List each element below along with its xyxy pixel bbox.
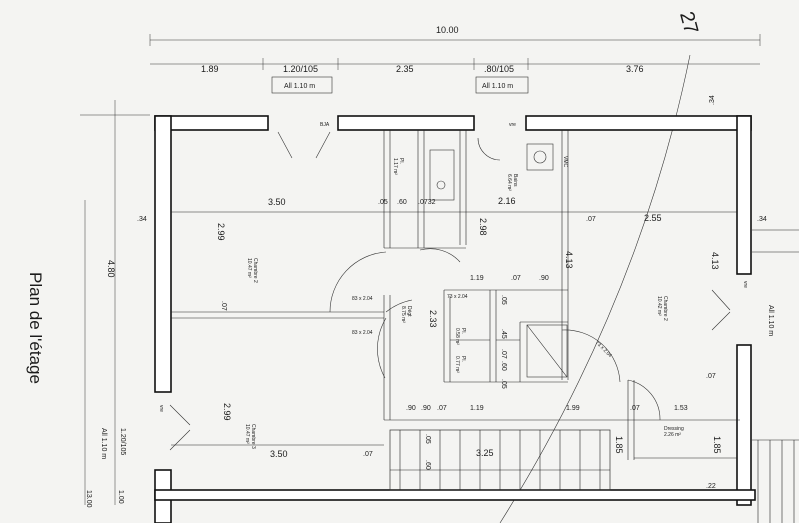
dim-right-window-all: All 1.10 m <box>767 305 774 336</box>
bja-label: BJA <box>320 122 330 128</box>
dim-seg-1: 1.89 <box>201 64 219 74</box>
dim-v05: .05 <box>424 434 431 444</box>
dim-b153: 1.53 <box>674 405 688 412</box>
dim-right-bottom: .22 <box>706 483 716 490</box>
dim-ch1-depth-right: 4.13 <box>710 252 720 270</box>
door-label-c: 73 x 2.04 <box>447 294 468 300</box>
dim-h185b: 1.85 <box>712 436 722 454</box>
dim-deg-depth: 2.33 <box>428 310 438 328</box>
dim-p05: .05 <box>378 199 388 206</box>
dim-left-total: 13.00 <box>85 490 92 508</box>
dim-c07: .07 <box>706 373 716 380</box>
dim-b07b: .07 <box>630 405 640 412</box>
dim-ch3-width: 3.50 <box>270 449 288 459</box>
dim-sdb-width: 2.16 <box>498 196 516 206</box>
room-placard-top: Pl.1.17 m² <box>392 158 404 175</box>
dim-d07b: .07 <box>511 275 521 282</box>
dim-left-height: 4.80 <box>106 260 116 278</box>
dim-total-width: 10.00 <box>436 25 459 35</box>
dim-b199: 1.99 <box>566 405 580 412</box>
dim-all-right: All 1.10 m <box>482 83 513 90</box>
bathroom-fixtures <box>429 143 568 378</box>
dim-v60: .60 <box>424 460 431 470</box>
dim-b07: .07 <box>437 405 447 412</box>
door-label-a: 83 x 2.04 <box>352 296 373 302</box>
left-dimension-chain: .34 4.80 1.20/105 All 1.10 m 1.00 13.00 <box>80 100 150 508</box>
room-chambre2-left: Chambre 210.47 m² <box>246 258 258 283</box>
room-bains: Bains6.64 m² <box>506 174 518 191</box>
dim-d05b: .05 <box>500 295 507 305</box>
dim-b119: 1.19 <box>470 405 484 412</box>
dim-stair-width: 3.25 <box>476 448 494 458</box>
room-labels: Chambre 210.47 m² Chambre 310.47 m² Dégt… <box>244 156 684 449</box>
dim-d90: .90 <box>539 275 549 282</box>
dim-seg-3: 2.35 <box>396 64 414 74</box>
dim-all-left: All 1.10 m <box>284 83 315 90</box>
dim-ch1-width: 2.55 <box>644 213 662 223</box>
dim-p0732: .0732 <box>418 199 436 206</box>
vmc-label: VMC <box>562 156 568 168</box>
dim-ch3-wall: .07 <box>363 451 373 458</box>
balcony <box>752 229 799 523</box>
dim-seg-5: 3.76 <box>626 64 644 74</box>
dim-d119: 1.19 <box>470 275 484 282</box>
room-chambre1: Chambre 210.42 m² <box>656 296 668 321</box>
vre-top-label: vre <box>509 122 516 128</box>
dim-seg-4: .80/105 <box>484 64 514 74</box>
dim-d45: .45 <box>500 329 507 339</box>
dim-ch1-depth-left: 4.13 <box>564 251 574 269</box>
room-placard1: Pl.0.58 m² <box>454 328 466 345</box>
dim-left-window: 1.20/105 <box>119 428 126 455</box>
interior-dimensions: 3.50 2.99 .07 2.99 3.50 .07 .05 .60 .073… <box>216 196 774 490</box>
staircase <box>389 429 611 491</box>
dim-corner: .34 <box>709 95 716 105</box>
dim-h185a: 1.85 <box>614 436 624 454</box>
dim-right-offset: .34 <box>757 216 767 223</box>
dim-d05c: .05 <box>500 379 507 389</box>
door-swings <box>169 131 731 451</box>
dim-ch2-depth: 2.99 <box>216 223 226 241</box>
dim-p60: .60 <box>397 199 407 206</box>
dim-d60b: .60 <box>500 361 507 371</box>
dim-ch3-depth: 2.99 <box>222 403 232 421</box>
room-degt: Dégt8.75 m² <box>400 306 412 323</box>
dim-b90: .90 <box>406 405 416 412</box>
dim-sdb-depth: 2.98 <box>478 218 488 236</box>
exterior-walls <box>154 115 756 523</box>
room-placard2: Pl.0.77 m² <box>454 356 466 373</box>
interior-partitions <box>171 130 740 460</box>
vre-left-label: vre <box>158 405 164 412</box>
dim-ch2-wall: .07 <box>220 301 227 311</box>
door-label-b: 83 x 2.04 <box>352 330 373 336</box>
dim-d07c: .07 <box>500 349 507 359</box>
room-chambre3: Chambre 310.47 m² <box>244 424 256 449</box>
dim-left-top: .34 <box>137 216 147 223</box>
page-title: Plan de l'étage <box>26 272 45 384</box>
dim-p07a: .07 <box>586 216 596 223</box>
dim-ch2-width: 3.50 <box>268 197 286 207</box>
dim-b90b: .90 <box>421 405 431 412</box>
dim-seg-2: 1.20/105 <box>283 64 318 74</box>
dim-left-seg1: 1.00 <box>117 490 124 504</box>
vre-right-label: vre <box>742 281 748 288</box>
dim-left-window-all: All 1.10 m <box>100 428 107 459</box>
